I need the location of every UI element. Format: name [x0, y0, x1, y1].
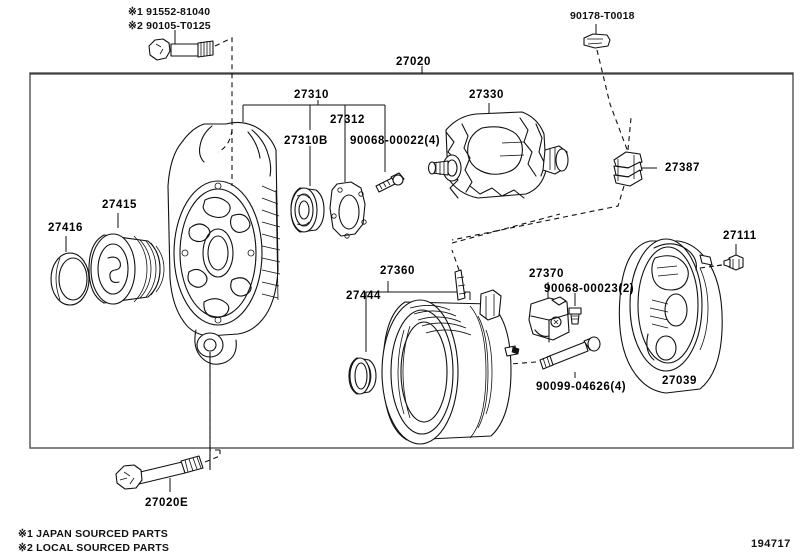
part-27020E-bolt: [115, 449, 221, 492]
note-90178-T0018: 90178-T0018: [570, 10, 635, 22]
part-27360-stator: [365, 249, 520, 445]
label-90099-04626: 90099-04626(4): [536, 381, 627, 393]
assembly-guide-lines: [209, 213, 561, 470]
label-27310: 27310: [294, 89, 329, 101]
part-27416-cover: [50, 236, 90, 306]
label-27312: 27312: [330, 114, 365, 126]
part-90068-00023-screw: [568, 293, 582, 325]
label-27444: 27444: [346, 290, 381, 302]
part-90178-grommet: [583, 24, 632, 161]
footnote-local-sourced: ※2 LOCAL SOURCED PARTS: [18, 542, 170, 554]
label-27310B: 27310B: [284, 135, 328, 147]
part-27444-ring: [348, 304, 377, 395]
note-90105-T0125: ※2 90105-T0125: [128, 20, 211, 32]
bracket-27020: [30, 66, 793, 75]
part-27330-rotor: [427, 103, 569, 199]
label-27360: 27360: [380, 265, 415, 277]
part-27312-retainer: [329, 150, 367, 239]
label-27416: 27416: [48, 222, 83, 234]
part-27370-regulator: [528, 282, 570, 343]
part-27039-rear-cover: [618, 238, 723, 394]
part-90068-00022-screw: [375, 150, 405, 193]
note-91552-81040: ※1 91552-81040: [128, 6, 211, 18]
footnote-japan-sourced: ※1 JAPAN SOURCED PARTS: [18, 528, 168, 540]
label-27020E: 27020E: [145, 497, 189, 509]
part-91552-screw: [148, 30, 233, 120]
part-27310B-bearing: [290, 146, 325, 233]
sheet-reference-number: 194717: [751, 538, 791, 550]
label-27111: 27111: [723, 230, 757, 242]
label-27330: 27330: [469, 89, 504, 101]
label-27387: 27387: [665, 162, 700, 174]
label-27370: 27370: [529, 268, 564, 280]
label-27020: 27020: [396, 56, 431, 68]
label-90068-00023: 90068-00023(2): [544, 283, 635, 295]
label-27039: 27039: [662, 375, 697, 387]
part-27310-drive-end-frame: [167, 120, 281, 470]
part-27387-insulator: [451, 117, 657, 241]
label-27415: 27415: [102, 199, 137, 211]
diagram-frame: [29, 72, 794, 449]
part-27415-pulley: [88, 213, 165, 305]
label-90068-00022: 90068-00022(4): [350, 135, 441, 147]
part-90099-04626-bolt: [509, 336, 601, 378]
